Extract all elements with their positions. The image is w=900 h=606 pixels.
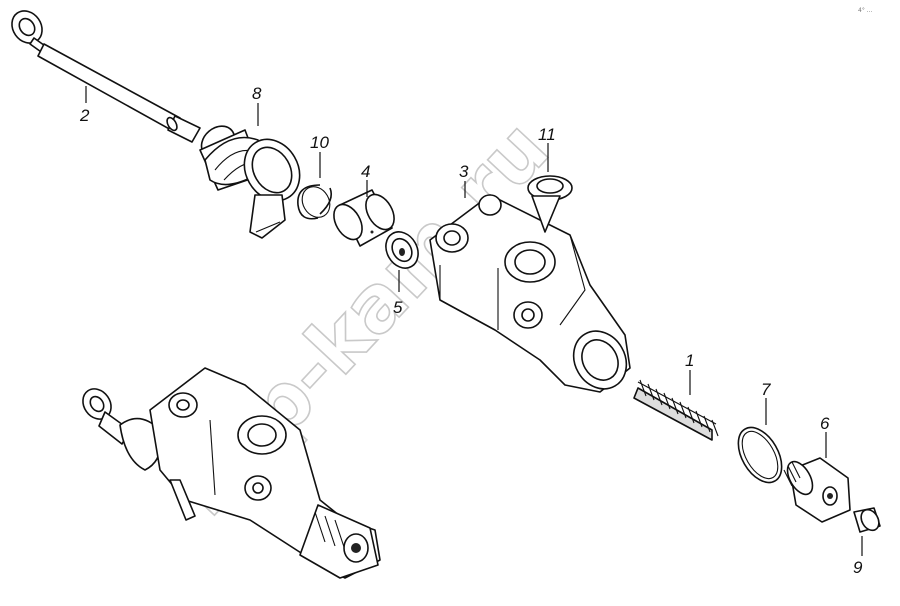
part-7-o-ring (737, 426, 783, 484)
part-2-pushrod (11, 10, 201, 143)
callout-5: 5 (393, 298, 403, 317)
assembled-master-cylinder (82, 367, 381, 579)
callout-2: 2 (79, 106, 90, 125)
callout-11: 11 (538, 125, 556, 144)
callout-7: 7 (761, 380, 771, 399)
part-4-piston (333, 189, 395, 247)
callout-9: 9 (853, 558, 863, 577)
callout-8: 8 (252, 84, 262, 103)
callout-3: 3 (459, 162, 469, 181)
callout-10: 10 (310, 133, 329, 152)
part-1-spring (633, 379, 719, 441)
part-8-boot (199, 125, 301, 239)
corner-mark: 4° ... (858, 7, 873, 14)
leader-lines (85, 86, 863, 556)
part-3-cylinder-body (429, 194, 631, 393)
part-9-plug (853, 507, 881, 533)
callout-4: 4 (361, 162, 370, 181)
part-10-snap-ring (297, 184, 333, 220)
part-5-seal (385, 231, 419, 269)
callout-6: 6 (820, 414, 830, 433)
part-11-fitting (527, 175, 573, 233)
callout-1: 1 (685, 351, 694, 370)
part-6-nut (783, 457, 851, 523)
